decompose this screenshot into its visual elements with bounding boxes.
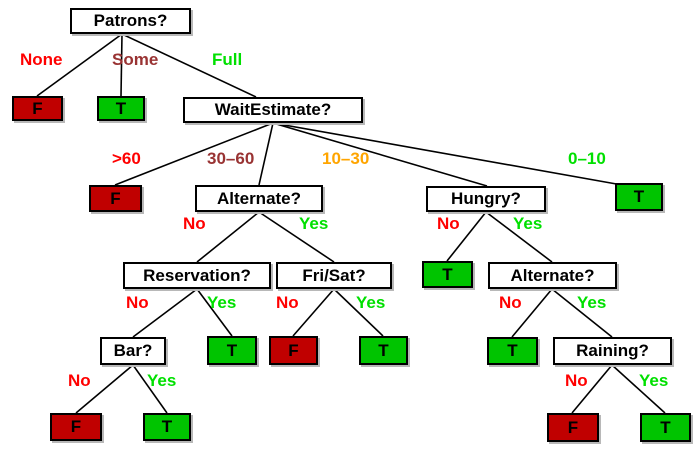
leaf-false-bar-no: F <box>50 413 102 441</box>
edge <box>75 364 134 414</box>
edge <box>551 288 613 338</box>
branch-label-10-30: 10–30 <box>322 149 370 168</box>
edge <box>258 211 335 263</box>
node-waitestimate: WaitEstimate? <box>183 97 363 123</box>
edge <box>132 288 198 338</box>
branch-label-reservation-no: No <box>126 293 149 312</box>
edge <box>114 122 274 186</box>
node-alternate-2: Alternate? <box>488 262 617 289</box>
branch-label-full: Full <box>212 50 243 69</box>
branch-label-bar-yes: Yes <box>147 371 177 390</box>
edge <box>511 288 553 338</box>
branch-label-frisat-yes: Yes <box>356 293 386 312</box>
edge <box>611 364 666 414</box>
leaf-true-alternate2-no: T <box>487 337 538 365</box>
node-frisat: Fri/Sat? <box>276 262 392 289</box>
leaf-true-reservation-yes: T <box>207 336 257 365</box>
branch-label-raining-yes: Yes <box>639 371 669 390</box>
branch-label-gt60: >60 <box>112 149 141 168</box>
edge <box>272 122 623 186</box>
edge <box>196 211 260 263</box>
leaf-true-raining-yes: T <box>640 413 691 442</box>
edge <box>121 33 257 98</box>
branch-label-raining-no: No <box>565 371 588 390</box>
leaf-false-gt60: F <box>89 185 142 212</box>
branch-label-reservation-yes: Yes <box>207 293 237 312</box>
node-alternate-1: Alternate? <box>195 185 323 212</box>
node-bar: Bar? <box>100 337 166 365</box>
node-raining: Raining? <box>553 337 672 365</box>
branch-label-bar-no: No <box>68 371 91 390</box>
branch-label-alternate1-yes: Yes <box>299 214 329 233</box>
branch-label-alternate1-no: No <box>183 214 206 233</box>
node-hungry: Hungry? <box>426 186 546 212</box>
node-patrons: Patrons? <box>70 8 191 34</box>
edge <box>446 211 487 262</box>
branch-label-none: None <box>20 50 63 69</box>
edge <box>132 364 168 414</box>
branch-label-0-10: 0–10 <box>568 149 606 168</box>
branch-label-hungry-no: No <box>437 214 460 233</box>
edge <box>272 122 488 187</box>
branch-label-alternate2-yes: Yes <box>577 293 607 312</box>
branch-label-frisat-no: No <box>276 293 299 312</box>
branch-label-some: Some <box>112 50 159 69</box>
edge <box>485 211 553 263</box>
leaf-false-raining-no: F <box>547 413 599 442</box>
leaf-true-hungry-no: T <box>422 261 473 288</box>
leaf-false-frisat-no: F <box>269 336 318 365</box>
branch-label-hungry-yes: Yes <box>513 214 543 233</box>
node-reservation: Reservation? <box>123 262 271 289</box>
branch-label-30-60: 30–60 <box>207 149 255 168</box>
edge <box>120 33 123 97</box>
branch-label-alternate2-no: No <box>499 293 522 312</box>
edge <box>292 288 335 337</box>
leaf-true-some: T <box>97 96 145 121</box>
edge <box>196 288 233 337</box>
edge <box>333 288 384 337</box>
edge <box>571 364 613 414</box>
edge <box>36 33 123 97</box>
edge <box>258 122 274 186</box>
leaf-true-bar-yes: T <box>143 413 191 441</box>
leaf-true-0-10: T <box>615 183 663 211</box>
leaf-false-none: F <box>12 96 63 121</box>
leaf-true-frisat-yes: T <box>359 336 408 365</box>
